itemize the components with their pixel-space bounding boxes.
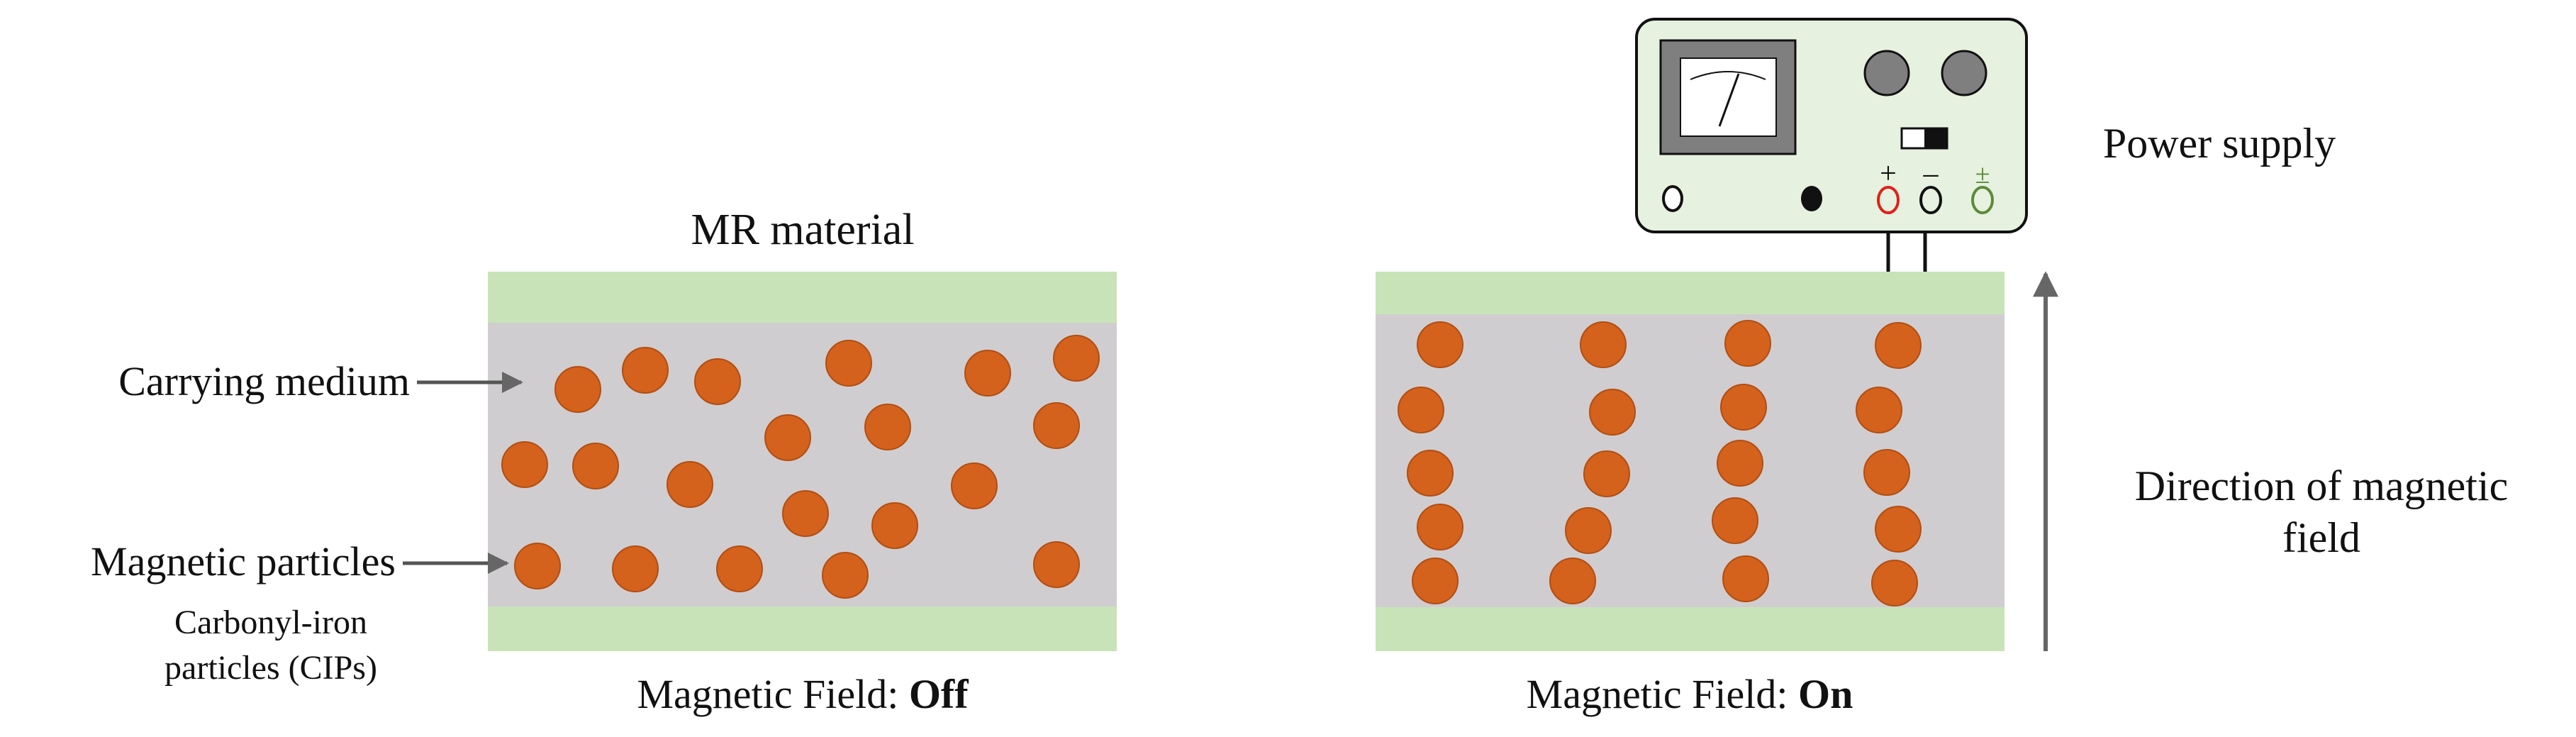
switch-toggle: [1924, 128, 1947, 148]
left-particle-20: [1033, 541, 1080, 588]
right-particle-18: [1863, 449, 1910, 496]
left-particle-5: [964, 350, 1011, 397]
right-particle-6: [1580, 321, 1627, 368]
meter-scale: [1690, 71, 1766, 80]
right-particle-9: [1565, 507, 1612, 554]
right-particle-5: [1412, 558, 1459, 604]
meter-needle: [1718, 73, 1740, 127]
field-on-state: On: [1798, 671, 1853, 717]
direction-label-line1: Direction of magnetic: [2135, 462, 2508, 509]
right-particle-19: [1875, 506, 1922, 553]
right-particle-16: [1875, 322, 1922, 369]
left-particle-11: [864, 404, 911, 450]
right-particle-10: [1549, 558, 1596, 604]
jack-open: [1662, 185, 1683, 212]
right-particle-11: [1724, 320, 1771, 367]
left-particle-2: [622, 347, 669, 394]
right-particle-17: [1856, 387, 1902, 433]
left-particle-18: [716, 545, 763, 592]
power-supply-device: + – ±: [1635, 18, 2028, 272]
left-particle-10: [764, 414, 811, 461]
left-particles: [501, 335, 1100, 599]
direction-label-line2: field: [2282, 514, 2360, 561]
knob-right: [1941, 50, 1987, 96]
right-particle-20: [1871, 560, 1918, 606]
right-particle-3: [1407, 450, 1454, 497]
terminal-plus-jack: [1877, 186, 1900, 214]
right-particle-14: [1712, 497, 1758, 544]
field-off-state: Off: [909, 671, 969, 717]
meter-face: [1680, 57, 1777, 137]
terminal-minus-label: –: [1923, 157, 1939, 190]
right-particle-12: [1720, 384, 1767, 431]
field-off-prefix: Magnetic Field:: [637, 671, 908, 717]
right-particle-15: [1722, 555, 1769, 602]
left-particle-15: [951, 462, 998, 509]
jack-filled: [1801, 186, 1822, 211]
right-particle-8: [1583, 450, 1630, 497]
right-top-plate: [1376, 272, 2005, 314]
right-particle-1: [1417, 321, 1463, 368]
left-particle-3: [694, 358, 741, 405]
field-off-caption: Magnetic Field: Off: [637, 671, 969, 717]
right-bottom-plate: [1376, 607, 2005, 651]
left-particle-19: [822, 552, 869, 599]
right-particles: [1398, 320, 1922, 606]
cip-label-line1: Carbonyl-iron: [174, 604, 367, 641]
mr-material-title: MR material: [691, 206, 914, 254]
left-top-plate: [488, 272, 1117, 323]
knob-left: [1863, 50, 1910, 96]
magnetic-particles-label: Magnetic particles: [91, 538, 396, 584]
left-particle-17: [612, 545, 659, 592]
field-on-caption: Magnetic Field: On: [1527, 671, 1853, 717]
left-particle-12: [1033, 402, 1080, 449]
left-particle-13: [782, 490, 829, 537]
left-particle-8: [572, 443, 619, 489]
power-supply-label: Power supply: [2103, 120, 2336, 167]
carrying-medium-label: Carrying medium: [118, 358, 410, 404]
cip-label-line2: particles (CIPs): [165, 649, 377, 687]
left-bottom-plate: [488, 606, 1117, 651]
left-particle-6: [1053, 335, 1100, 382]
left-particle-4: [825, 340, 872, 387]
field-on-prefix: Magnetic Field:: [1527, 671, 1798, 717]
right-particle-7: [1589, 389, 1636, 436]
right-particle-13: [1717, 440, 1763, 487]
panel-field-on: [1376, 272, 2005, 651]
terminal-minus-jack: [1919, 186, 1942, 214]
right-particle-4: [1417, 504, 1463, 550]
terminal-pm-jack: [1971, 186, 1994, 214]
left-particle-1: [554, 366, 601, 413]
terminal-plus-label: +: [1880, 157, 1897, 190]
right-particle-2: [1398, 387, 1444, 433]
left-particle-9: [667, 461, 713, 508]
panel-field-off: [488, 272, 1117, 651]
left-particle-16: [514, 543, 561, 589]
left-particle-14: [871, 502, 918, 549]
left-particle-7: [501, 441, 548, 488]
terminal-pm-label: ±: [1975, 160, 1990, 189]
